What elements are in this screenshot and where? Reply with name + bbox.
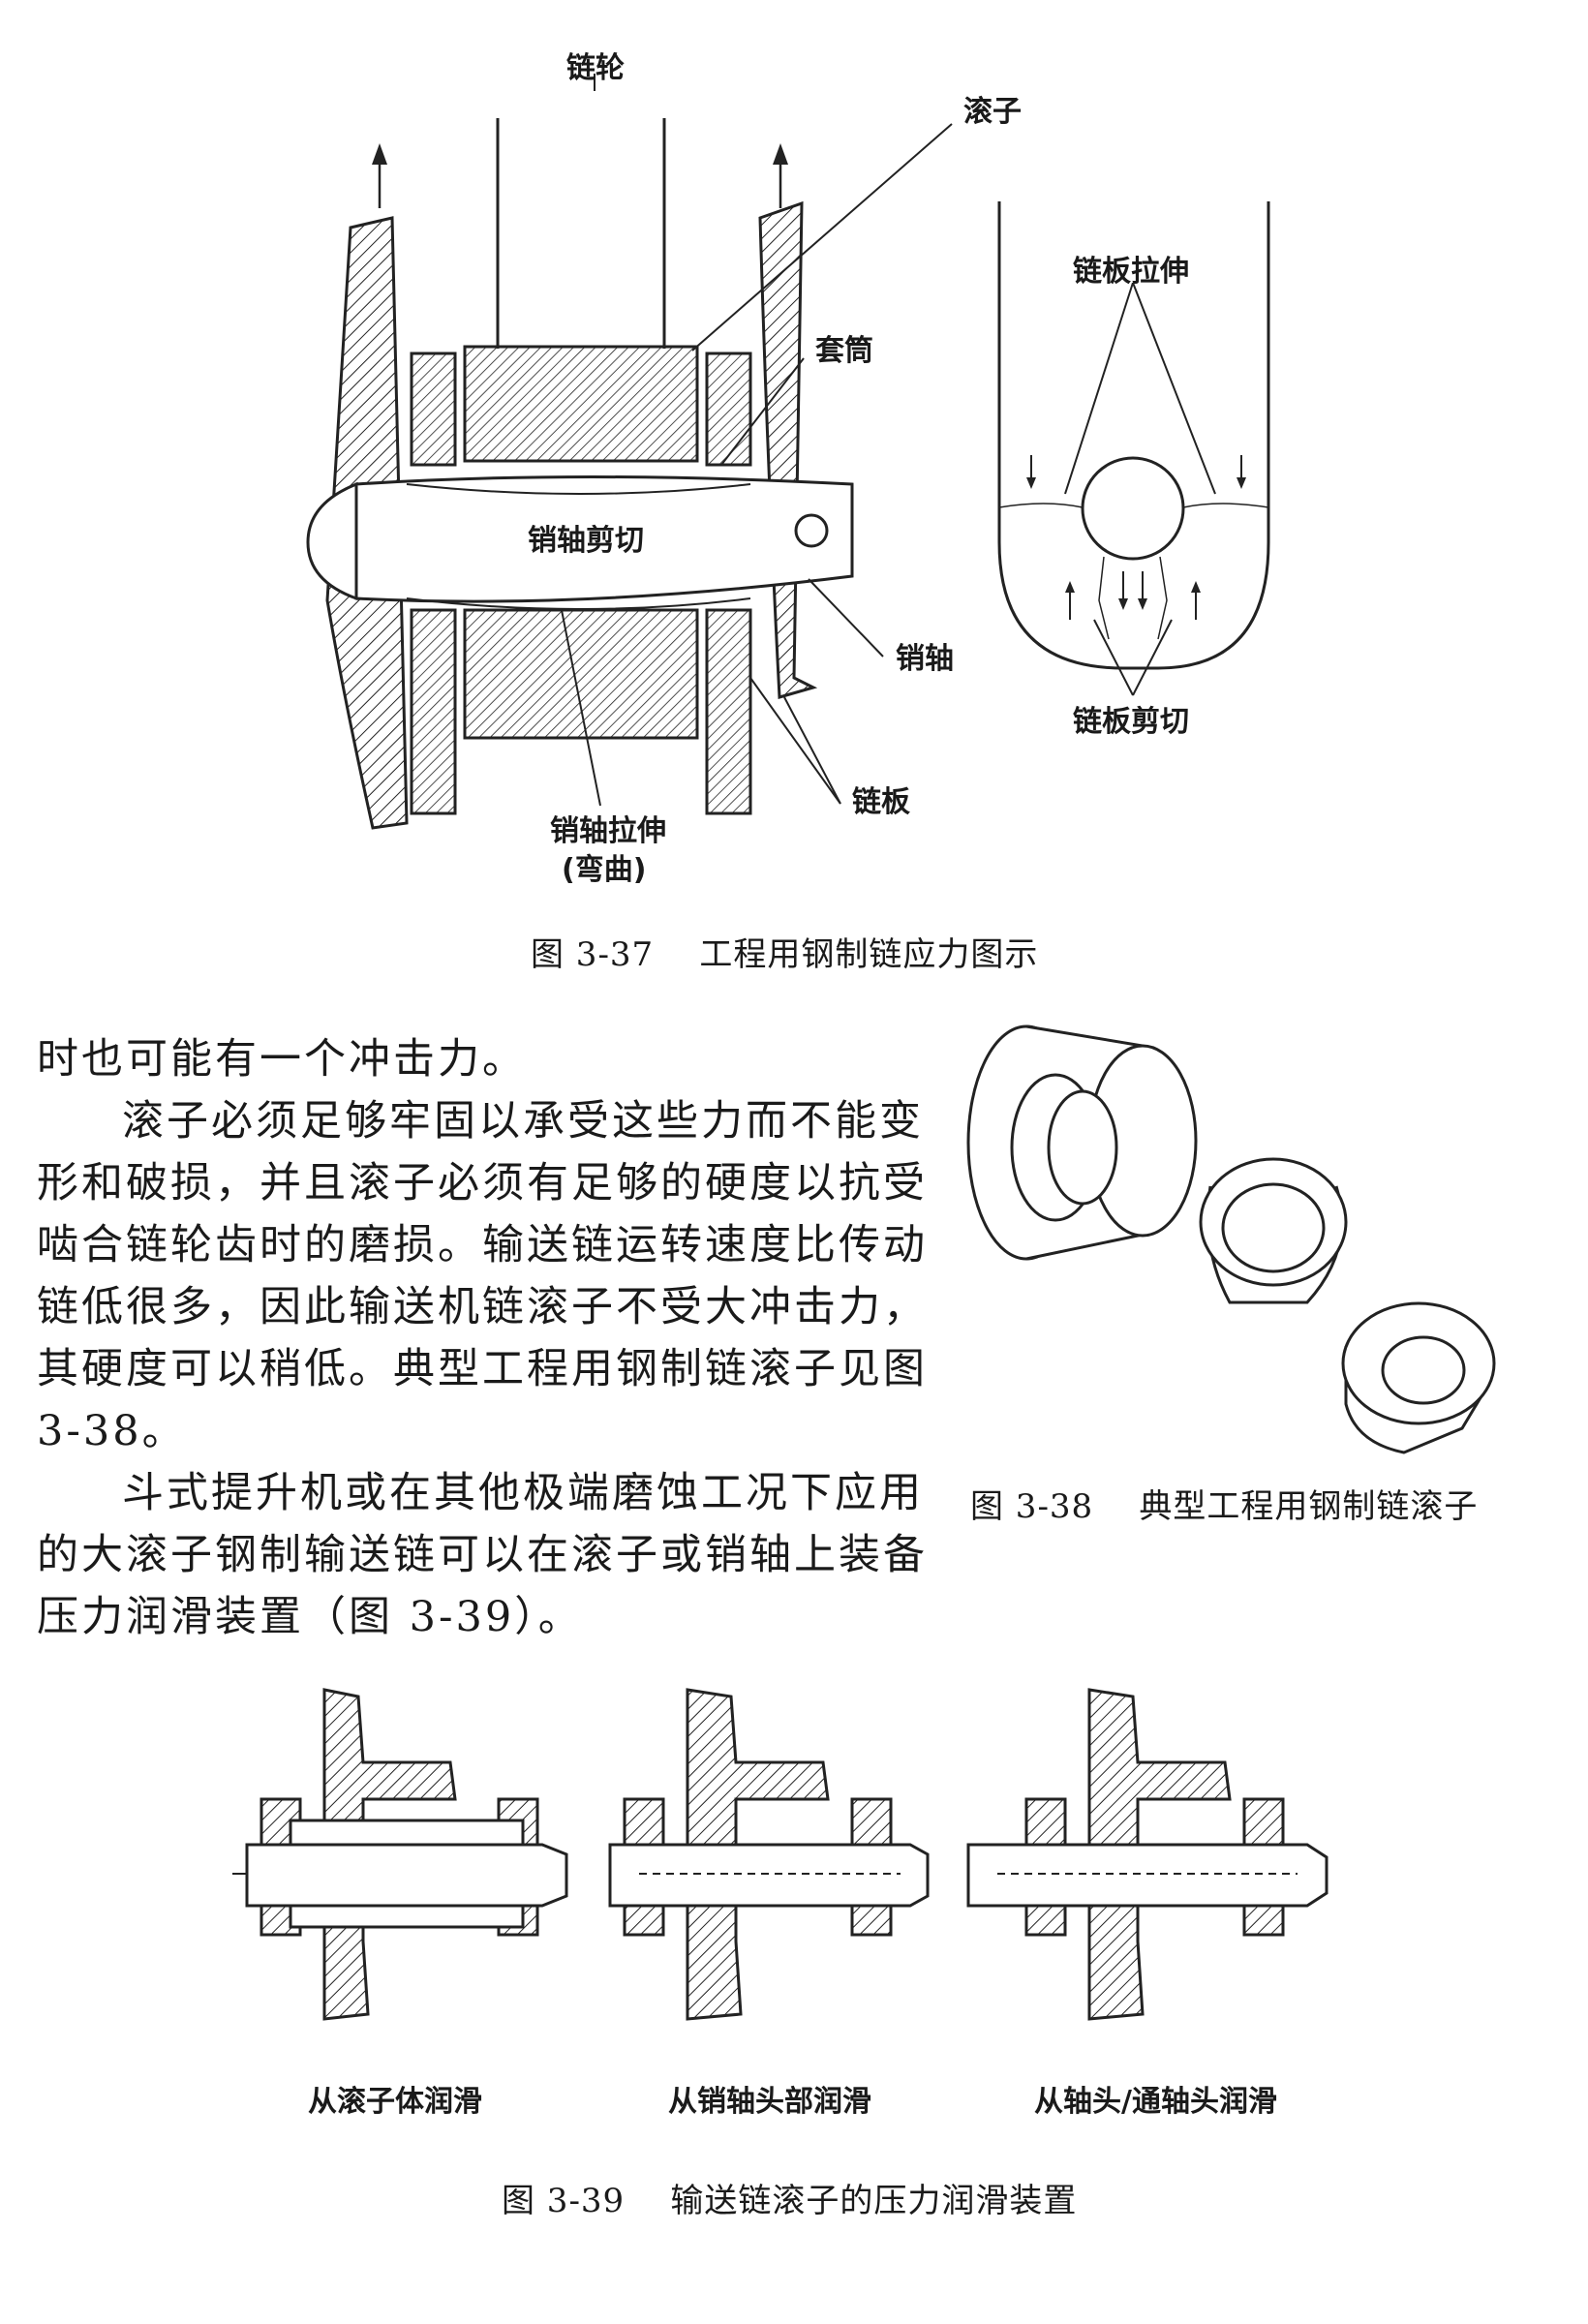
- text-line: 压力润滑装置（图 3-39）。: [37, 1593, 583, 1641]
- label-roller: 滚子: [963, 95, 1022, 129]
- figure-3-37-caption: 图 3-37 工程用钢制链应力图示: [531, 935, 1039, 974]
- figure-3-38-caption: 图 3-38 典型工程用钢制链滚子: [970, 1487, 1479, 1526]
- text-line: 其硬度可以稍低。典型工程用钢制链滚子见图: [37, 1345, 928, 1393]
- text-line: 链低很多，因此输送机链滚子不受大冲击力，: [37, 1283, 928, 1331]
- label-plate-tension: 链板拉伸: [1073, 255, 1189, 289]
- roller-plain-small: [1341, 1301, 1496, 1454]
- assembly-pin-head: [608, 1688, 930, 2021]
- label-bushing: 套筒: [815, 334, 873, 368]
- roller-plain-large: [1199, 1157, 1348, 1304]
- figure-3-39-caption: 图 3-39 输送链滚子的压力润滑装置: [502, 2182, 1078, 2220]
- label-link-plate: 链板: [852, 785, 910, 819]
- text-line: 滚子必须足够牢固以承受这些力而不能变: [122, 1097, 924, 1146]
- text-line: 3-38。: [37, 1407, 187, 1455]
- body-text-block-1: 时也可能有一个冲击力。 滚子必须足够牢固以承受这些力而不能变 形和破损，并且滚子…: [37, 1028, 928, 1462]
- assembly-shaft-end: [966, 1688, 1328, 2021]
- label-pin-tension: 销轴拉伸: [550, 814, 666, 848]
- text-line: 啮合链轮齿时的磨损。输送链运转速度比传动: [37, 1221, 928, 1269]
- body-text-block-2: 斗式提升机或在其他极端磨蚀工况下应用 的大滚子钢制输送链可以在滚子或销轴上装备 …: [37, 1462, 928, 1648]
- label-sprocket: 链轮: [566, 51, 625, 85]
- roller-flanged: [966, 1024, 1198, 1261]
- figure-3-37-stress-diagram: 链轮 滚子 套筒 销轴剪切 销轴 链板 销轴拉伸 (弯曲) 链板拉伸 链板剪切: [306, 51, 1270, 887]
- label-lube-shaft-end: 从轴头/通轴头润滑: [1034, 2085, 1277, 2119]
- label-lube-pin-head: 从销轴头部润滑: [668, 2085, 871, 2119]
- text-line: 时也可能有一个冲击力。: [37, 1035, 527, 1084]
- label-pin-bending: (弯曲): [562, 853, 646, 887]
- label-plate-shear: 链板剪切: [1073, 705, 1189, 739]
- text-line: 形和破损，并且滚子必须有足够的硬度以抗受: [37, 1159, 928, 1208]
- label-pin: 销轴: [896, 642, 954, 676]
- label-pin-shear: 销轴剪切: [528, 524, 644, 558]
- assembly-roller-body: [232, 1688, 568, 2021]
- text-line: 斗式提升机或在其他极端磨蚀工况下应用: [122, 1469, 924, 1517]
- label-lube-roller-body: 从滚子体润滑: [308, 2085, 482, 2119]
- text-line: 的大滚子钢制输送链可以在滚子或销轴上装备: [37, 1531, 928, 1579]
